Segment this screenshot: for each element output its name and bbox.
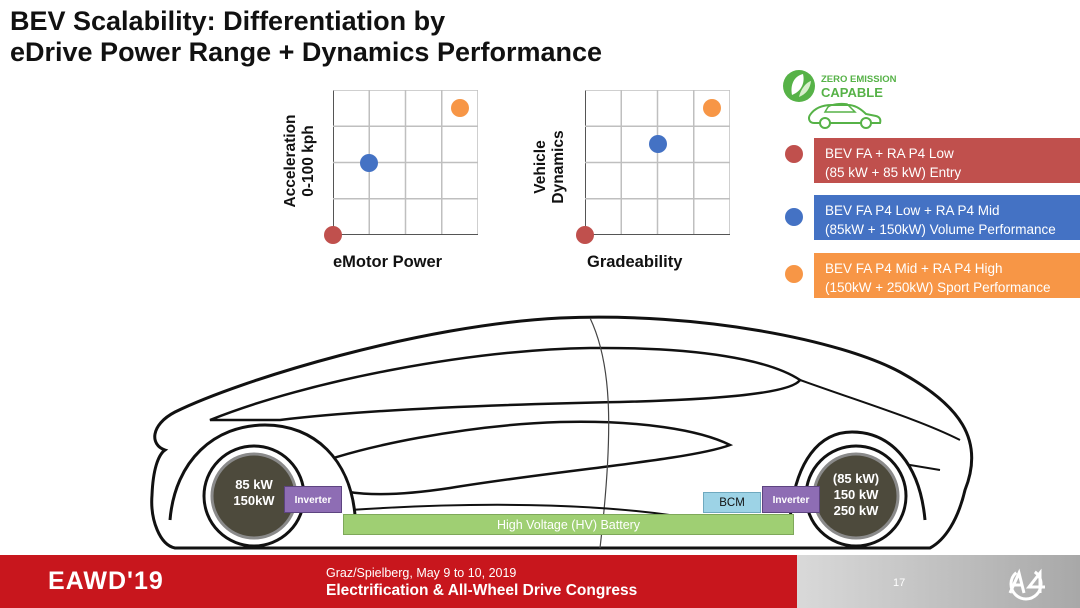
- chart1-ylabel-line1: Acceleration: [282, 114, 299, 208]
- chart1-ylabel: Acceleration 0-100 kph: [282, 91, 322, 231]
- chart1-ylabel-line2: 0-100 kph: [300, 125, 317, 197]
- rear-wheel-line1: (85 kW): [832, 471, 880, 486]
- footer-event: Electrification & All-Wheel Drive Congre…: [326, 582, 638, 599]
- chart1-point-2: [360, 153, 379, 172]
- slide-title-line2: eDrive Power Range + Dynamics Performanc…: [10, 37, 603, 67]
- front-wheel-line2: 150kW: [233, 493, 275, 508]
- eawd-logo: EAWD'19: [48, 567, 164, 595]
- chart1-point-1: [324, 226, 342, 244]
- legend-sport-line1: BEV FA P4 Mid + RA P4 High: [825, 261, 1003, 276]
- rear-wheel-line3: 250 kW: [833, 503, 879, 518]
- legend-dot-entry: [785, 145, 803, 163]
- front-inverter: Inverter: [284, 486, 342, 513]
- legend-sport-line2: (150kW + 250kW) Sport Performance: [825, 280, 1051, 295]
- legend-item-volume: BEV FA P4 Low + RA P4 Mid (85kW + 150kW)…: [814, 195, 1080, 240]
- footer-location: Graz/Spielberg, May 9 to 10, 2019: [326, 566, 517, 580]
- leaf-car-icon: [783, 70, 882, 129]
- vehicle-outline: [150, 315, 974, 550]
- rear-inverter: Inverter: [762, 486, 820, 513]
- page-number: 17: [893, 577, 906, 589]
- capable-label: CAPABLE: [821, 85, 883, 100]
- bcm-module: BCM: [703, 492, 761, 513]
- slide-title-line1: BEV Scalability: Differentiation by: [10, 6, 446, 36]
- chart2-ylabel-line2: Dynamics: [550, 130, 567, 204]
- chart2-xlabel: Gradeability: [587, 253, 683, 271]
- legend-dot-volume: [785, 208, 803, 226]
- chart2-point-1: [576, 226, 594, 244]
- legend-item-entry: BEV FA + RA P4 Low (85 kW + 85 kW) Entry: [814, 138, 1080, 183]
- chart2-grid: [585, 90, 730, 235]
- chart1-grid: [333, 90, 478, 235]
- chart1-point-3: [450, 99, 469, 118]
- chart2-point-3: [702, 99, 721, 118]
- slide-title: BEV Scalability: Differentiation by eDri…: [10, 6, 602, 68]
- chart1-xlabel: eMotor Power: [333, 253, 443, 271]
- legend-item-sport: BEV FA P4 Mid + RA P4 High (150kW + 250k…: [814, 253, 1080, 298]
- chart2-point-2: [648, 135, 667, 154]
- legend-volume-line1: BEV FA P4 Low + RA P4 Mid: [825, 203, 1000, 218]
- zero-emission-label: ZERO EMISSION: [821, 74, 897, 85]
- hv-battery: High Voltage (HV) Battery: [343, 514, 794, 535]
- rear-wheel-power: (85 kW) 150 kW 250 kW: [817, 471, 895, 519]
- a4-logo-icon: [1008, 567, 1045, 601]
- front-wheel-power: 85 kW 150kW: [215, 477, 293, 509]
- legend-dot-sport: [785, 265, 803, 283]
- front-wheel-line1: 85 kW: [235, 477, 273, 492]
- footer-bar: [0, 555, 797, 608]
- legend-entry-line1: BEV FA + RA P4 Low: [825, 146, 954, 161]
- legend-entry-line2: (85 kW + 85 kW) Entry: [825, 165, 962, 180]
- rear-wheel-line2: 150 kW: [833, 487, 879, 502]
- legend-volume-line2: (85kW + 150kW) Volume Performance: [825, 222, 1056, 237]
- chart2-ylabel-line1: Vehicle: [532, 140, 549, 194]
- chart2-ylabel: Vehicle Dynamics: [532, 102, 572, 232]
